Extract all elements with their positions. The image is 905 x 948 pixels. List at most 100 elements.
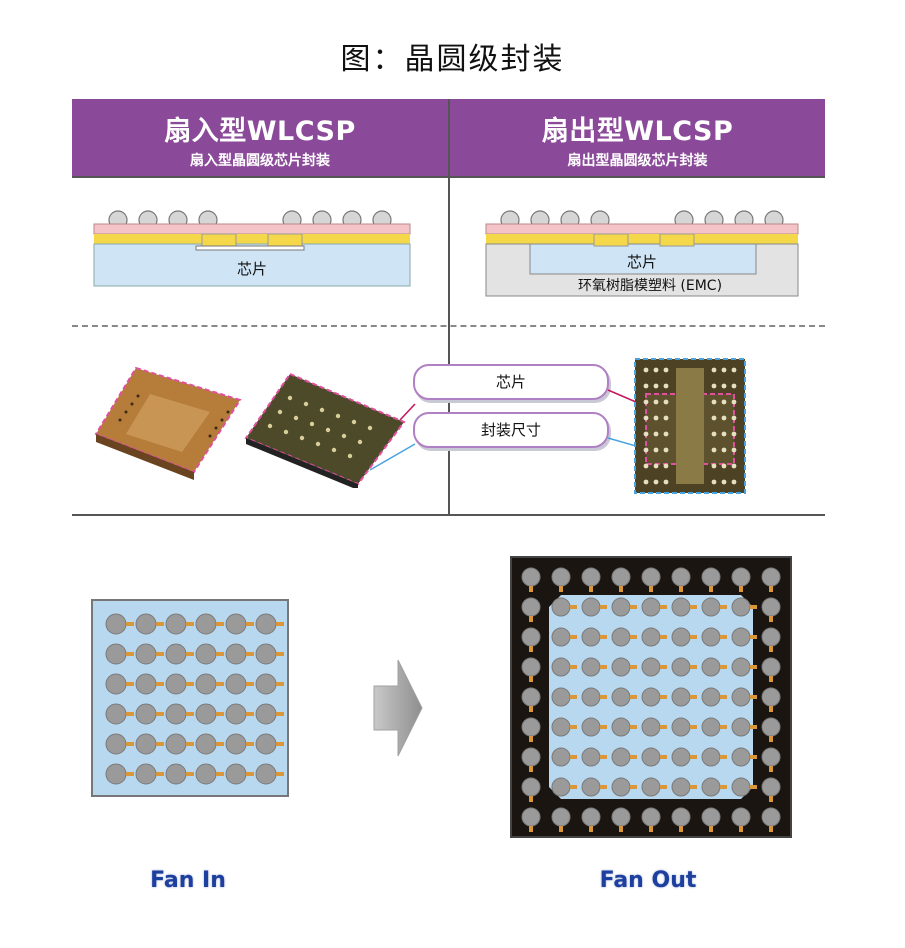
fan-in-solder-ball	[105, 613, 127, 635]
fan-in-solder-ball	[165, 703, 187, 725]
fan-in-trace	[246, 622, 254, 626]
fan-out-solder-ball	[521, 777, 541, 797]
fan-out-solder-ball	[701, 597, 721, 617]
fan-out-solder-ball	[581, 657, 601, 677]
fan-in-header-subtitle: 扇入型晶圆级芯片封装	[190, 153, 330, 169]
fan-out-chip-label: 芯片	[626, 253, 657, 271]
fan-in-solder-ball	[165, 613, 187, 635]
fan-out-trace	[600, 785, 607, 789]
center-divider	[448, 99, 450, 516]
fan-out-trace	[679, 826, 683, 832]
fan-out-trace	[709, 586, 713, 592]
fan-out-trace	[720, 665, 727, 669]
fan-in-trace	[216, 742, 224, 746]
fan-in-trace	[246, 652, 254, 656]
fan-out-solder-ball	[581, 687, 601, 707]
fan-out-solder-ball	[701, 687, 721, 707]
fan-out-solder-ball	[731, 747, 751, 767]
fan-out-trace	[720, 695, 727, 699]
fan-out-solder-ball	[731, 687, 751, 707]
fan-out-header-subtitle: 扇出型晶圆级芯片封装	[567, 153, 708, 169]
fan-out-solder-ball	[551, 687, 571, 707]
fan-in-diagram	[91, 599, 289, 797]
fan-in-solder-ball	[105, 643, 127, 665]
fan-in-solder-ball	[105, 763, 127, 785]
fan-in-trace	[276, 742, 284, 746]
fan-out-trace	[709, 826, 713, 832]
fan-out-trace	[660, 695, 667, 699]
fan-in-trace	[186, 712, 194, 716]
fan-out-trace	[660, 665, 667, 669]
fan-in-solder-ball	[135, 763, 157, 785]
table-bottom-line	[72, 514, 825, 516]
fan-out-solder-ball	[551, 747, 571, 767]
fan-in-trace	[246, 742, 254, 746]
fan-in-trace	[126, 772, 134, 776]
fan-out-solder-ball	[521, 597, 541, 617]
fan-out-solder-ball	[521, 687, 541, 707]
fan-out-trace	[739, 586, 743, 592]
fan-out-solder-ball	[701, 627, 721, 647]
fan-out-trace	[529, 766, 533, 772]
fan-out-solder-ball	[671, 657, 691, 677]
fan-out-trace	[630, 695, 637, 699]
fan-out-trace	[769, 676, 773, 682]
fan-in-trace	[186, 742, 194, 746]
fan-in-solder-ball	[225, 673, 247, 695]
fan-out-trace	[529, 586, 533, 592]
fan-in-solder-ball	[165, 673, 187, 695]
fan-out-solder-ball	[671, 687, 691, 707]
fan-in-trace	[216, 682, 224, 686]
fan-out-solder-ball	[521, 567, 541, 587]
fan-out-solder-ball	[611, 717, 631, 737]
fan-out-trace	[750, 755, 757, 759]
fan-out-solder-ball	[581, 627, 601, 647]
fan-out-solder-ball	[731, 807, 751, 827]
fan-out-trace	[559, 826, 563, 832]
fan-out-trace	[690, 695, 697, 699]
fan-out-trace	[630, 785, 637, 789]
fan-out-solder-ball	[761, 777, 781, 797]
fan-out-solder-ball	[611, 657, 631, 677]
fan-out-solder-ball	[641, 567, 661, 587]
fan-out-solder-ball	[551, 627, 571, 647]
fan-out-trace	[690, 605, 697, 609]
fan-out-solder-ball	[611, 597, 631, 617]
fan-out-solder-ball	[641, 747, 661, 767]
fan-out-solder-ball	[641, 687, 661, 707]
fan-out-solder-ball	[671, 567, 691, 587]
fan-out-diagram	[510, 556, 792, 838]
fan-in-trace	[186, 652, 194, 656]
fan-out-solder-ball	[761, 807, 781, 827]
fan-out-header-title: 扇出型WLCSP	[541, 116, 734, 147]
fan-out-solder-ball	[551, 777, 571, 797]
fan-in-header-title: 扇入型WLCSP	[164, 116, 356, 147]
fan-out-trace	[750, 695, 757, 699]
fan-in-trace	[216, 622, 224, 626]
fan-out-trace	[529, 706, 533, 712]
fan-out-solder-ball	[641, 657, 661, 677]
fan-in-solder-ball	[195, 763, 217, 785]
fan-out-trace	[690, 635, 697, 639]
fan-in-solder-ball	[135, 613, 157, 635]
fan-out-solder-ball	[551, 567, 571, 587]
fan-out-trace	[600, 725, 607, 729]
fan-out-solder-ball	[581, 597, 601, 617]
fan-in-solder-ball	[105, 733, 127, 755]
fan-out-solder-ball	[671, 717, 691, 737]
fan-out-trace	[649, 826, 653, 832]
fan-out-solder-ball	[701, 777, 721, 797]
fan-in-solder-ball	[105, 673, 127, 695]
fan-out-trace	[690, 785, 697, 789]
emc-label: 环氧树脂模塑料 (EMC)	[577, 278, 723, 294]
fan-out-solder-ball	[611, 567, 631, 587]
fan-out-header: 扇出型WLCSP 扇出型晶圆级芯片封装	[450, 99, 825, 176]
fan-out-trace	[529, 676, 533, 682]
fan-in-trace	[126, 622, 134, 626]
fan-in-trace	[276, 712, 284, 716]
fan-out-solder-ball	[581, 747, 601, 767]
fan-out-solder-ball	[761, 717, 781, 737]
fan-in-trace	[126, 682, 134, 686]
fan-out-trace	[529, 796, 533, 802]
right-arrow-icon	[373, 659, 423, 757]
